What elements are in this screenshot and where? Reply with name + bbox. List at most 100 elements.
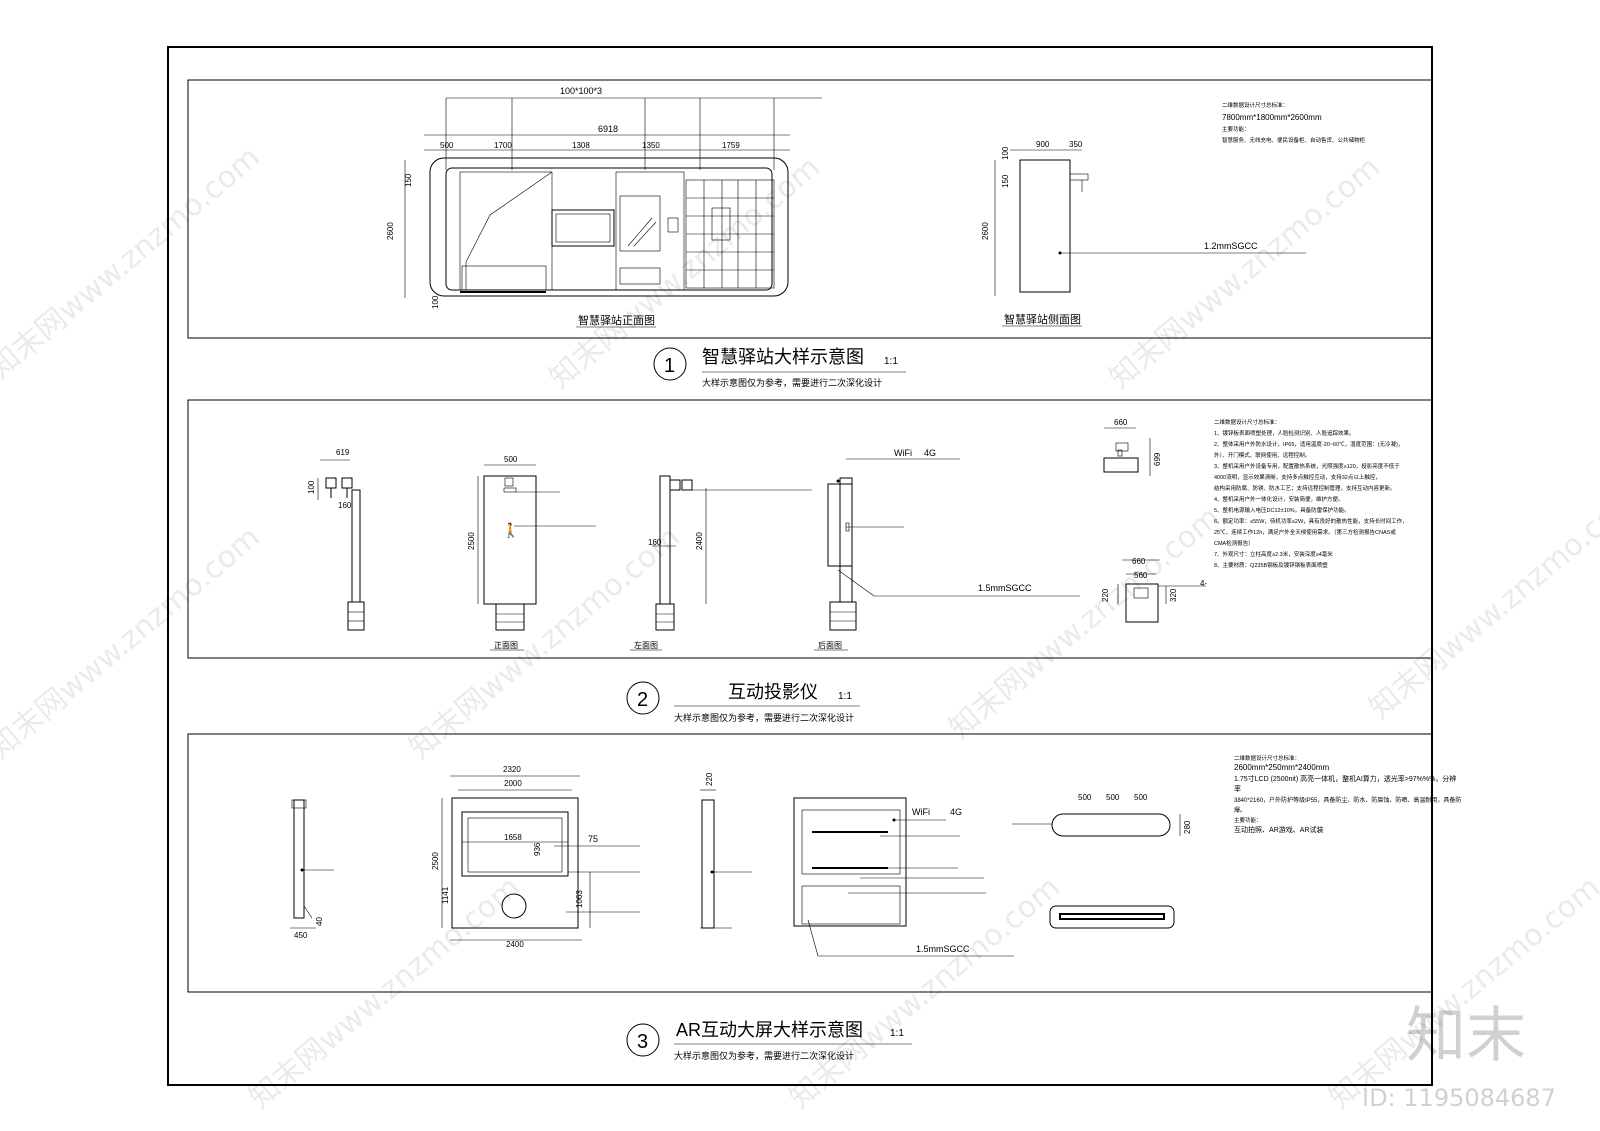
watermark-text-9: 知末网www.znzmo.com xyxy=(783,870,1067,1116)
material-label-p2: 1.5mmSGCC xyxy=(978,583,1032,593)
ar-back-view: WiFi 4G 1.5mmSGCC xyxy=(793,797,1014,957)
dim-500-p2: 500 xyxy=(504,455,518,464)
spec-line-3-3: 爆。 xyxy=(1234,806,1246,814)
panel-3-ar-screen: 450 40 2320 2000 1658 936 75 2500 1141 1… xyxy=(187,733,1461,1061)
smart-station-side-view: 900 350 100 150 2600 1.2mmSGCC 智慧驿站侧面图 xyxy=(981,140,1306,327)
watermark-brand: 知末 xyxy=(1406,1001,1526,1071)
dim-699: 699 xyxy=(1153,452,1162,466)
dim-1063: 1063 xyxy=(575,890,584,908)
projector-front-view: 500 2500 🚶 正面图 xyxy=(467,455,596,651)
watermark-id: ID: 1195084687 xyxy=(1362,1084,1556,1112)
panel-1-number: 1 xyxy=(664,355,675,377)
dim-2000: 2000 xyxy=(504,779,522,788)
dim-220: 220 xyxy=(1101,588,1110,602)
dim-top: 100*100*3 xyxy=(560,86,602,96)
panel-2-note: 大样示意图仅为参考，需要进行二次深化设计 xyxy=(674,712,854,723)
watermark-text-4: 知末网www.znzmo.com xyxy=(0,520,267,766)
dim-1350: 1350 xyxy=(642,141,660,150)
seg-500-2: 500 xyxy=(1106,793,1120,802)
spec-funcs-3: 互动拍照、AR游戏、AR试装 xyxy=(1234,825,1323,834)
side-dim-350: 350 xyxy=(1069,140,1083,149)
panel-1-number-circle xyxy=(653,347,687,381)
ar-top-view: 500 500 500 280 xyxy=(1012,793,1192,929)
spec-sub-1: 主要功能： xyxy=(1222,125,1250,133)
dim-150: 150 xyxy=(404,173,413,187)
dim-280: 280 xyxy=(1183,820,1192,834)
dim-40: 40 xyxy=(315,917,324,926)
dim-2500-p2: 2500 xyxy=(467,532,476,550)
ar-side-view-a: 450 40 xyxy=(290,799,334,940)
spec-size-3: 2600mm*250mm*2400mm xyxy=(1234,763,1329,772)
panel-2-number-circle xyxy=(626,681,660,715)
watermark-layer: 知末网www.znzmo.com 知末网www.znzmo.com 知末网www… xyxy=(0,140,1600,1116)
dim-1308: 1308 xyxy=(572,141,590,150)
seg-500-3: 500 xyxy=(1134,793,1148,802)
panel-3-frame xyxy=(187,733,1433,993)
dim-2600: 2600 xyxy=(386,222,395,240)
dim-2400: 2400 xyxy=(695,532,704,550)
walker-icon: 🚶 xyxy=(502,522,519,539)
dim-100-a: 100 xyxy=(307,480,316,494)
dim-1141: 1141 xyxy=(441,886,450,904)
panel-1-spec: 二维数据设计尺寸总标准： 7800mm*1800mm*2600mm 主要功能： … xyxy=(1222,101,1366,144)
panel-2-scale: 1:1 xyxy=(838,691,852,702)
dim-1759: 1759 xyxy=(722,141,740,150)
material-label-1: 1.2mmSGCC xyxy=(1204,241,1258,251)
panel-2-spec: 二维数据设计尺寸总标准： 1、镀锌板表面喷塑处理，人脸检测识别、人脸追踪效果。 … xyxy=(1214,418,1408,569)
dim-619: 619 xyxy=(336,448,350,457)
dim-660b: 660 xyxy=(1132,557,1146,566)
watermark-text-6: 知末网www.znzmo.com xyxy=(943,500,1227,746)
panel-2-title-block: 2 互动投影仪 1:1 大样示意图仅为参考，需要进行二次深化设计 xyxy=(626,681,860,723)
panel-1-smart-station: 100*100*3 6918 500 1700 1308 1350 1759 2… xyxy=(187,79,1433,388)
projector-view-a: 619 100 160 xyxy=(307,448,365,631)
spec-line-3: 外）、开门模式、联网使用、远程控制。 xyxy=(1214,451,1310,459)
watermark-text-1: 知末网www.znzmo.com xyxy=(0,140,267,386)
panel-2-interactive-projector: 619 100 160 500 2500 🚶 xyxy=(187,399,1433,723)
dim-1658: 1658 xyxy=(504,833,522,842)
spec-line-7: 4、整机采用户外一体化设计，安装简便，维护方便。 xyxy=(1214,495,1344,503)
label-left-view: 左面图 xyxy=(634,640,658,650)
panel-3-scale: 1:1 xyxy=(890,1028,904,1039)
projector-top-view: 660 699 660 560 220 4- 320 xyxy=(1101,418,1207,623)
spec-line-0: 二维数据设计尺寸总标准： xyxy=(1214,418,1280,426)
panel-3-title-block: 3 AR互动大屏大样示意图 1:1 大样示意图仅为参考，需要进行二次深化设计 xyxy=(626,1020,912,1061)
callout-4: 4- xyxy=(1200,579,1207,588)
dim-2320: 2320 xyxy=(503,765,521,774)
seg-500-1: 500 xyxy=(1078,793,1092,802)
front-view-label: 智慧驿站正面图 xyxy=(578,313,655,327)
spec-sub-3: 主要功能： xyxy=(1234,816,1262,824)
panel-1-title: 智慧驿站大样示意图 xyxy=(702,347,864,367)
spec-title-1: 二维数据设计尺寸总标准： xyxy=(1222,101,1288,109)
dim-660: 660 xyxy=(1114,418,1128,427)
material-label-p3: 1.5mmSGCC xyxy=(916,944,970,954)
dim-220-p3: 220 xyxy=(705,772,714,786)
spec-line-11: CMA检测报告） xyxy=(1214,539,1254,547)
projector-back-view: WiFi 4G 1.5mmSGCC 后面图 xyxy=(814,448,1080,651)
spec-line-1: 1、镀锌板表面喷塑处理，人脸检测识别、人脸追踪效果。 xyxy=(1214,429,1355,437)
spec-line-13: 8、主要材质：Q235B钢板及镀锌钢板表面喷塑 xyxy=(1214,561,1328,569)
dim-1700: 1700 xyxy=(494,141,512,150)
dim-2400-p3: 2400 xyxy=(506,940,524,949)
spec-line-9: 6、额定功率：≤55W，待机功率≤2W，具有良好的散热性能，支持长时间工作， xyxy=(1214,517,1408,525)
spec-line-6: 结构采用防腐、防锈、防水工艺；支持远程控制管理，支持互动内容更新。 xyxy=(1214,484,1396,492)
spec-line-8: 5、整机电源输入电压DC12±10%，具备防雷保护功能。 xyxy=(1214,506,1350,514)
dim-500: 500 xyxy=(440,141,454,150)
dim-2500-p3: 2500 xyxy=(431,852,440,870)
side-dim-150: 150 xyxy=(1001,174,1010,188)
panel-2-number: 2 xyxy=(637,689,648,711)
watermark-text-8: 知末网www.znzmo.com xyxy=(243,870,527,1116)
smart-station-front-view: 智慧驿站正面图 xyxy=(429,157,789,328)
panel-1-frame xyxy=(187,79,1433,339)
dim-75: 75 xyxy=(588,834,598,844)
panel-2-frame xyxy=(187,399,1433,659)
spec-funcs-1: 智慧服务、无线充电、便民设备柜、自动售货、公共储物柜 xyxy=(1222,136,1366,144)
dim-160-a: 160 xyxy=(338,501,352,510)
spec-line-4: 3、整机采用户外设备专用，配置散热系统，光照强度≥120，投影亮度不低于 xyxy=(1214,462,1400,470)
dim-936: 936 xyxy=(533,842,542,856)
panel-3-note: 大样示意图仅为参考，需要进行二次深化设计 xyxy=(674,1050,854,1061)
panel-3-number-circle xyxy=(626,1023,660,1057)
panel-3-number: 3 xyxy=(637,1031,648,1053)
net-label-p2: 4G xyxy=(924,448,936,458)
locker-grid xyxy=(685,179,775,289)
